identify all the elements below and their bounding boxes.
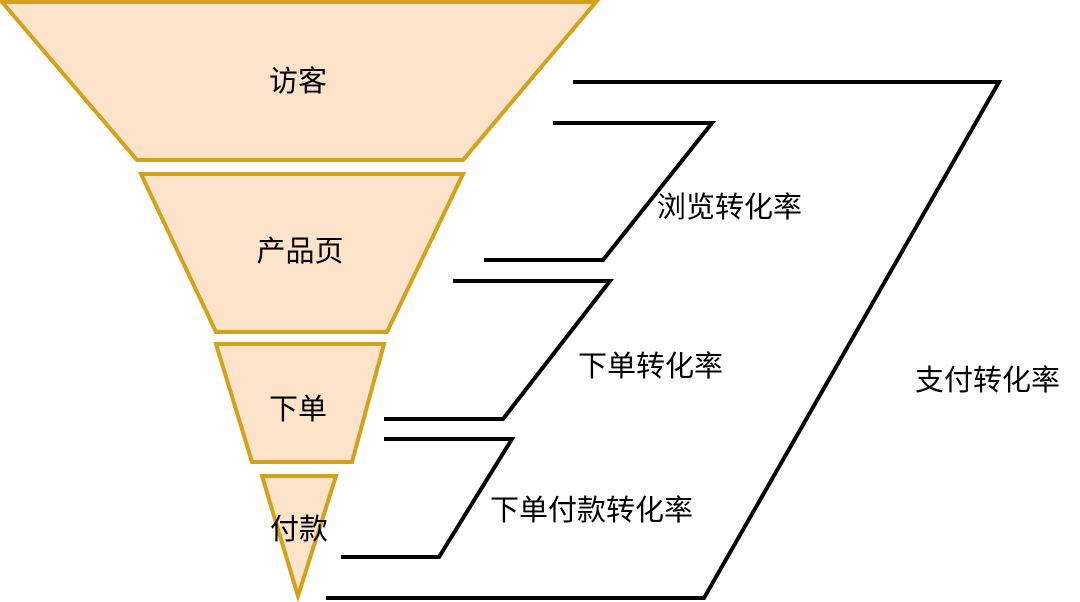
conversion-brackets bbox=[326, 80, 1003, 600]
payment-conversion-label: 支付转化率 bbox=[915, 363, 1060, 397]
funnel-stage-label-order: 下单 bbox=[269, 392, 327, 426]
funnel-stage-product-page bbox=[137, 172, 467, 334]
bracket-order-payment-conversion bbox=[341, 437, 516, 559]
browse-conversion-label: 浏览转化率 bbox=[657, 190, 802, 224]
funnel-stage-label-product-page: 产品页 bbox=[256, 234, 343, 268]
bracket-payment-conversion bbox=[326, 80, 1003, 600]
funnel-stage-label-payment: 付款 bbox=[270, 512, 328, 546]
funnel-stage-label-visitor: 访客 bbox=[269, 64, 327, 98]
order-conversion-label: 下单转化率 bbox=[578, 349, 723, 383]
bracket-browse-conversion bbox=[484, 121, 717, 262]
funnel-stage-order bbox=[213, 342, 387, 464]
bracket-order-conversion bbox=[384, 279, 615, 421]
funnel-stage-visitor bbox=[0, 0, 601, 162]
funnel-stage-payment bbox=[259, 474, 339, 602]
conversion-labels: 浏览转化率 下单转化率 下单付款转化率 支付转化率 bbox=[490, 190, 1060, 527]
funnel-stages: 访客 产品页 下单 付款 bbox=[0, 0, 601, 602]
order-payment-conversion-label: 下单付款转化率 bbox=[490, 493, 693, 527]
